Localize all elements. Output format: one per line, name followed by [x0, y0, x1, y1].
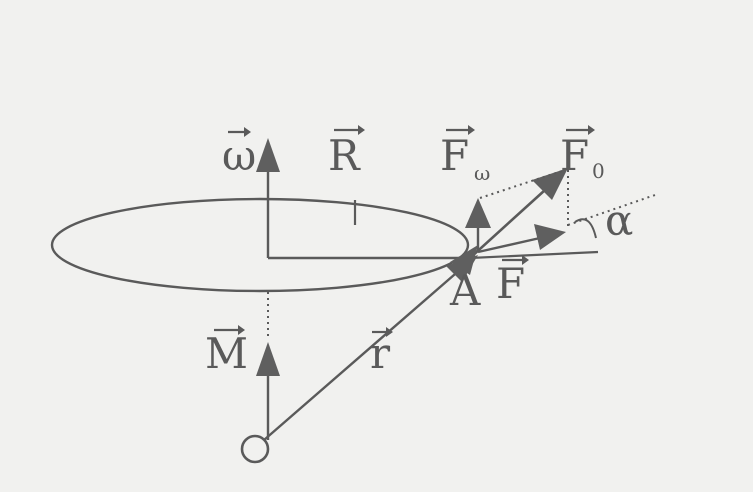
omega-arrowhead	[256, 138, 280, 172]
alpha-label: α	[605, 196, 633, 245]
m-arrowhead	[256, 342, 280, 376]
f0-label: F	[560, 131, 589, 180]
f-vector-tip	[522, 255, 529, 265]
f-omega-subscript: ω	[474, 161, 490, 185]
r-vector-tip	[358, 125, 365, 135]
omega-vector-tip	[244, 127, 251, 137]
f-omega-label: F	[440, 131, 469, 180]
f0-subscript: 0	[592, 159, 605, 183]
f-omega-vector-tip	[468, 125, 475, 135]
f0-vector-line	[469, 189, 546, 259]
alpha-arc	[574, 218, 597, 239]
m-label: M	[205, 329, 248, 378]
f-omega-arrowhead	[465, 198, 491, 228]
m-vector-tip	[238, 325, 245, 335]
f-label: F	[496, 259, 525, 308]
r-small-vector-tip	[386, 327, 393, 337]
tangent-line	[469, 250, 599, 260]
f0-arrowhead	[532, 168, 568, 200]
rotation-ellipse	[50, 197, 470, 293]
omega-label: ω	[222, 131, 256, 180]
f0-vector-tip	[588, 125, 595, 135]
point-a-marker	[450, 245, 478, 275]
r-small-label: r	[370, 329, 391, 378]
r-label: R	[328, 131, 361, 180]
f-arrowhead	[534, 224, 566, 250]
point-a-label: A	[449, 266, 481, 315]
f-vector-line	[477, 236, 541, 254]
r-vector-line	[263, 267, 463, 441]
origin-point	[240, 434, 270, 464]
